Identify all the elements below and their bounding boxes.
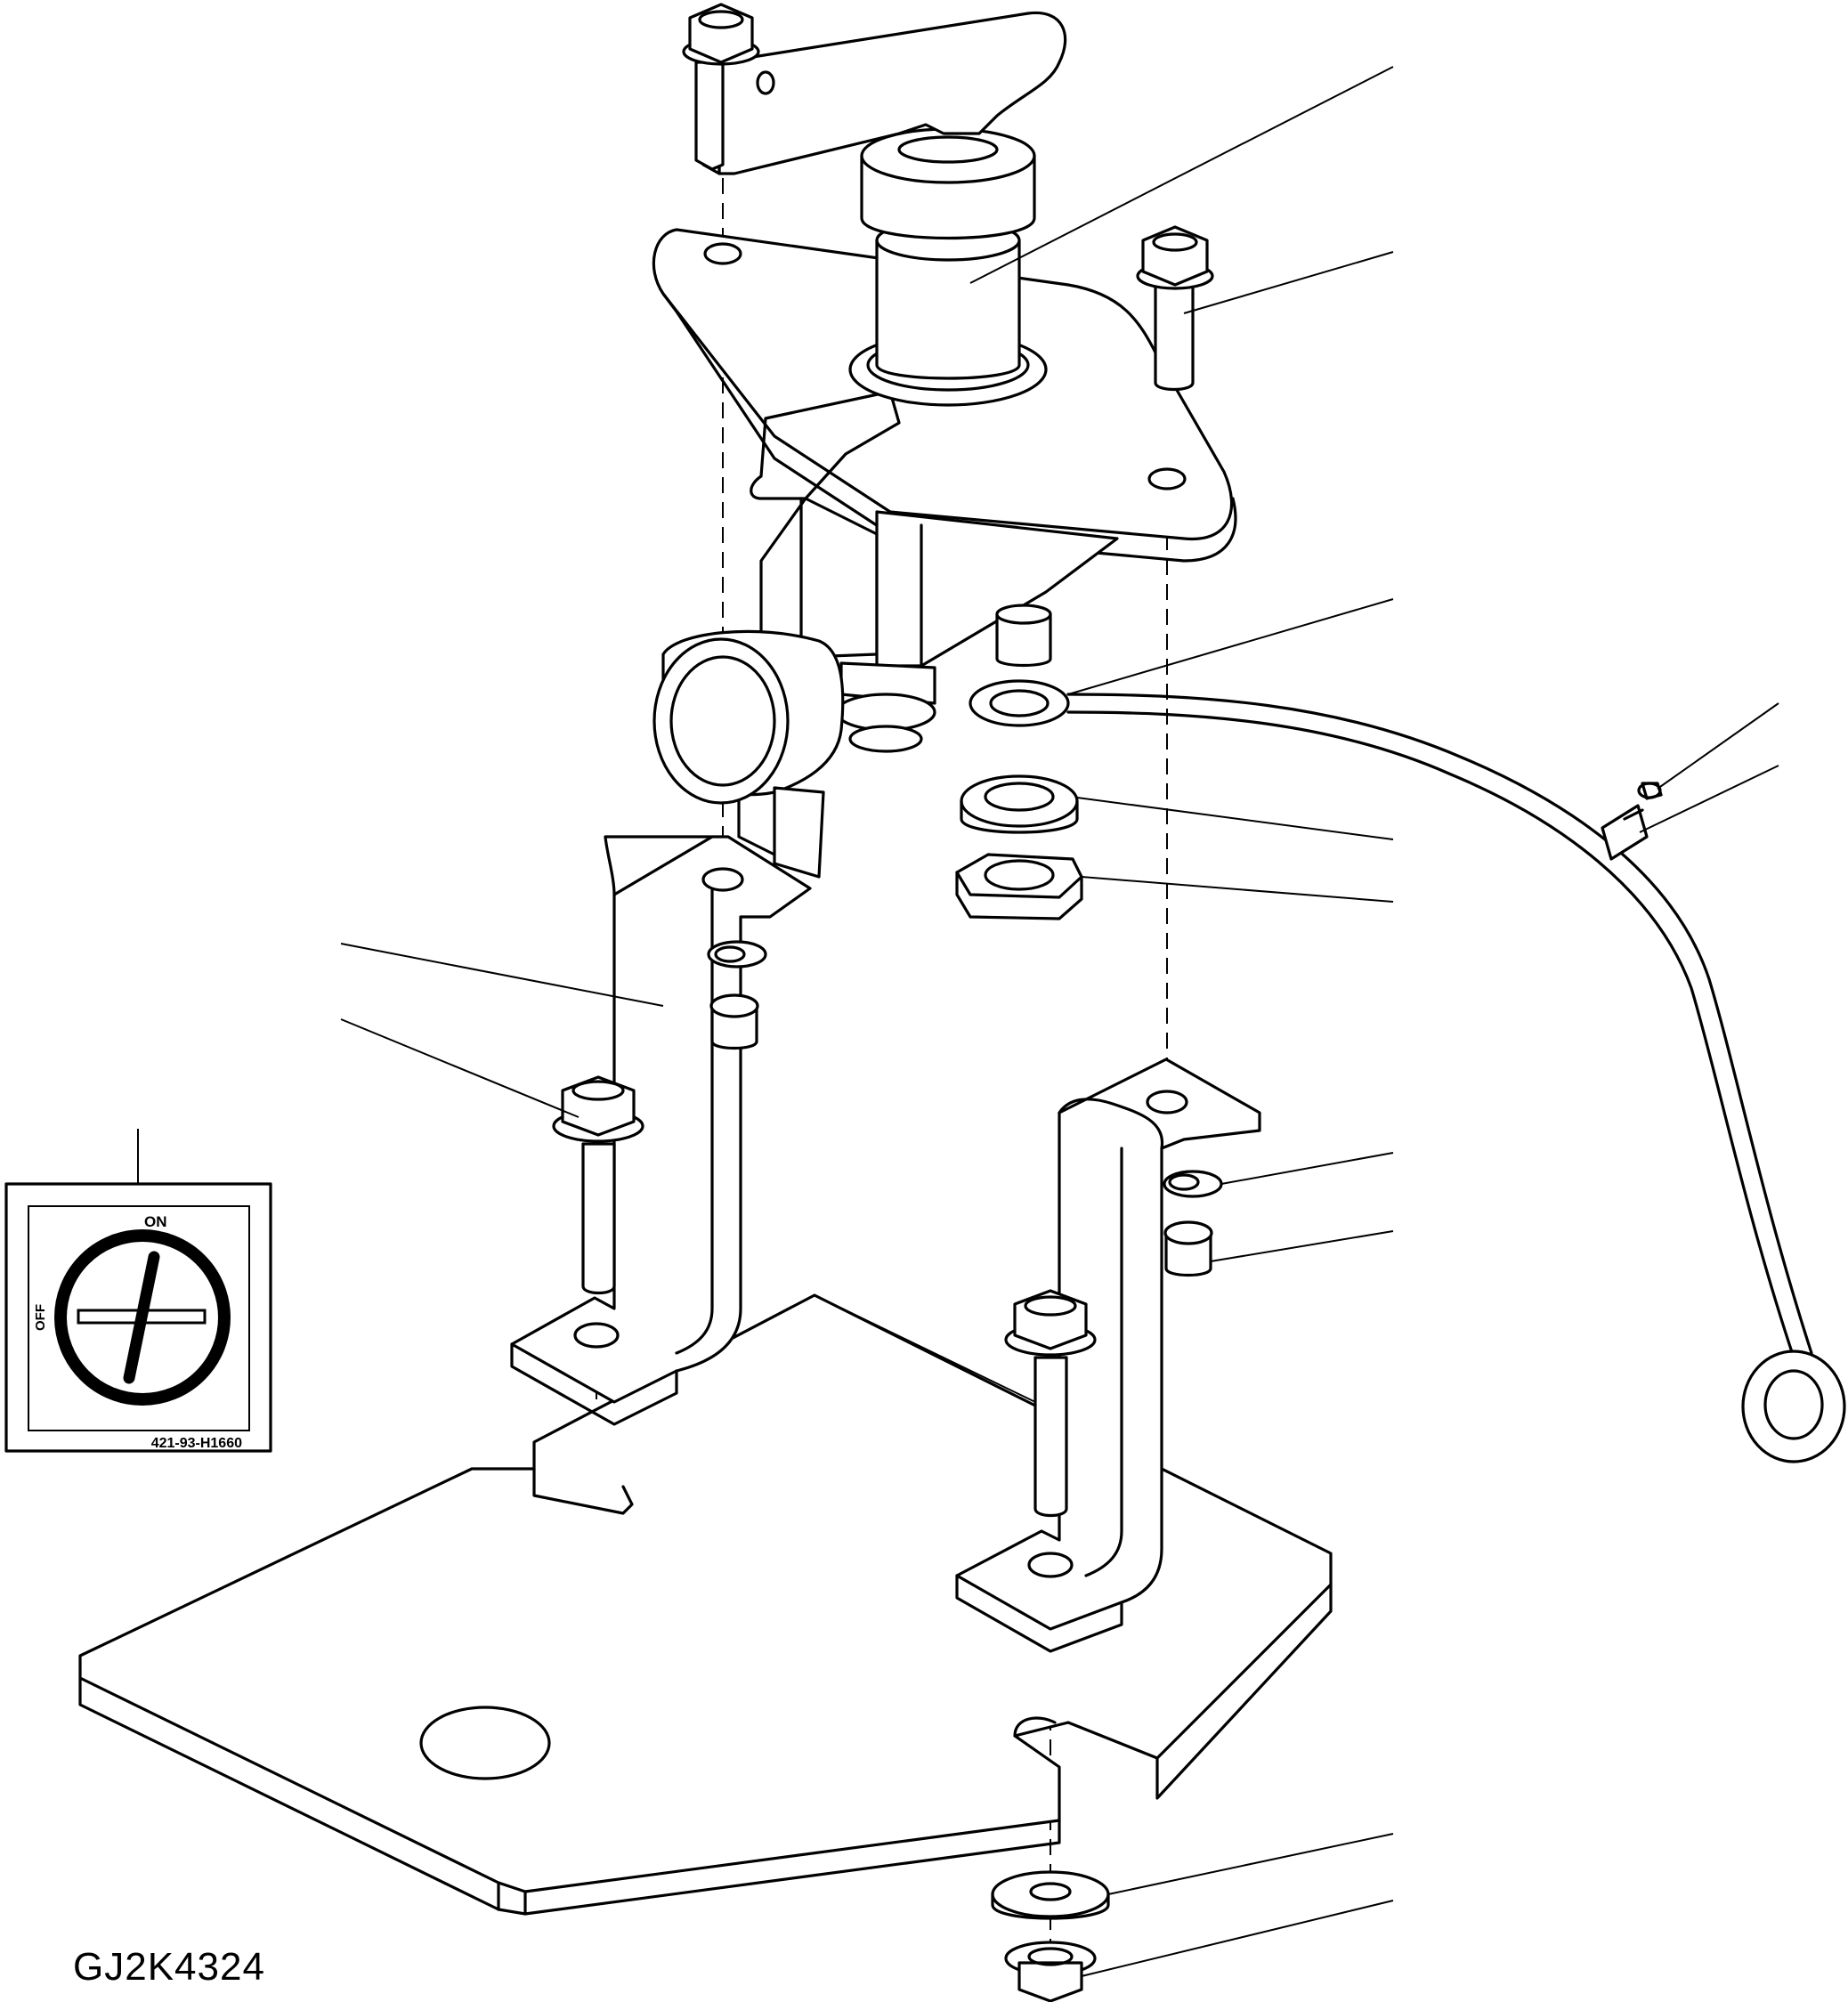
left-bracket-washer-nut <box>707 940 767 1050</box>
cable-assembly <box>969 679 1846 1463</box>
key-switch <box>848 127 1048 407</box>
base-plate <box>78 1293 1333 1916</box>
decal-on-label: ON <box>144 1213 167 1230</box>
on-off-decal: ON OFF 421-93-H1660 <box>4 1182 272 1453</box>
left-bracket <box>510 835 812 1426</box>
bolt-top-right <box>1136 225 1214 392</box>
decal-off-label: OFF <box>33 1304 48 1331</box>
terminal-stud <box>995 604 1052 668</box>
bottom-flange-nut <box>1004 1941 1097 2002</box>
right-bracket-washer-nut <box>1163 1170 1223 1277</box>
drawing-id: GJ2K4324 <box>73 1945 265 1989</box>
right-bracket <box>955 1058 1261 1653</box>
leader-lines <box>137 66 1779 1977</box>
base-plate-hole <box>419 1706 551 1780</box>
decal-part-number: 421-93-H1660 <box>151 1436 242 1451</box>
clip-screw <box>1637 782 1663 800</box>
decal-dial-icon <box>54 1229 231 1406</box>
bolt-right-bracket <box>1004 1289 1097 1518</box>
decal-switch-indicator-icon <box>123 1251 160 1384</box>
bolt-top-left <box>682 3 760 171</box>
mounting-ring <box>652 629 845 879</box>
bolt-left-bracket <box>552 1075 644 1295</box>
hex-nut-upper <box>955 853 1083 920</box>
switch-collar-nuts <box>835 661 936 753</box>
lock-washer <box>960 774 1079 834</box>
bottom-washer <box>991 1870 1110 1920</box>
